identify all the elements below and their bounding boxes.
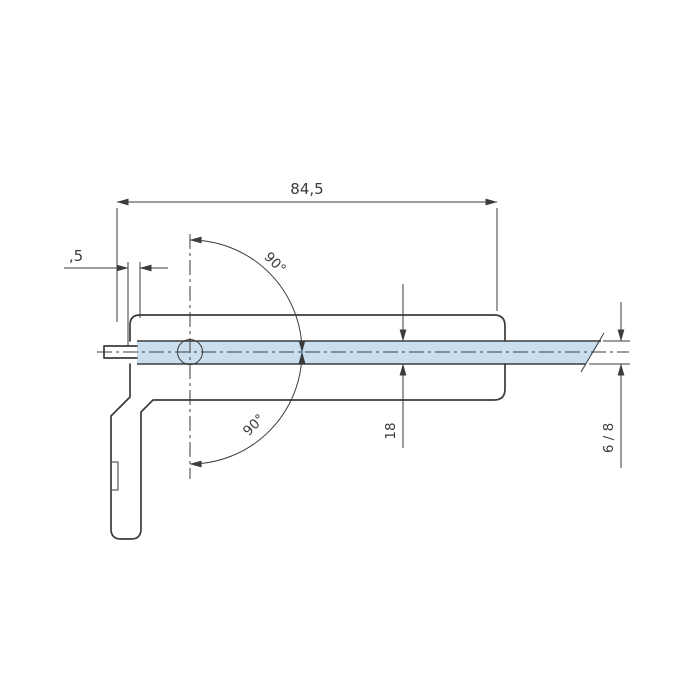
dimension-label-depth: 18	[383, 422, 399, 439]
angle-arc-bottom	[189, 351, 306, 468]
plate-edge-slot	[111, 461, 119, 491]
clamp-body-bottom-outline	[110, 363, 506, 540]
angle-label-bottom: 90°	[240, 411, 268, 439]
dimension-label-thickness: 6 / 8	[601, 423, 617, 453]
dimension-label-offset: ,5	[69, 247, 83, 265]
angle-arc-top	[189, 236, 306, 353]
clamp-body-top-outline	[129, 314, 506, 342]
dimension-label-overall-width: 84,5	[290, 180, 323, 198]
angle-label-top: 90°	[261, 249, 289, 277]
